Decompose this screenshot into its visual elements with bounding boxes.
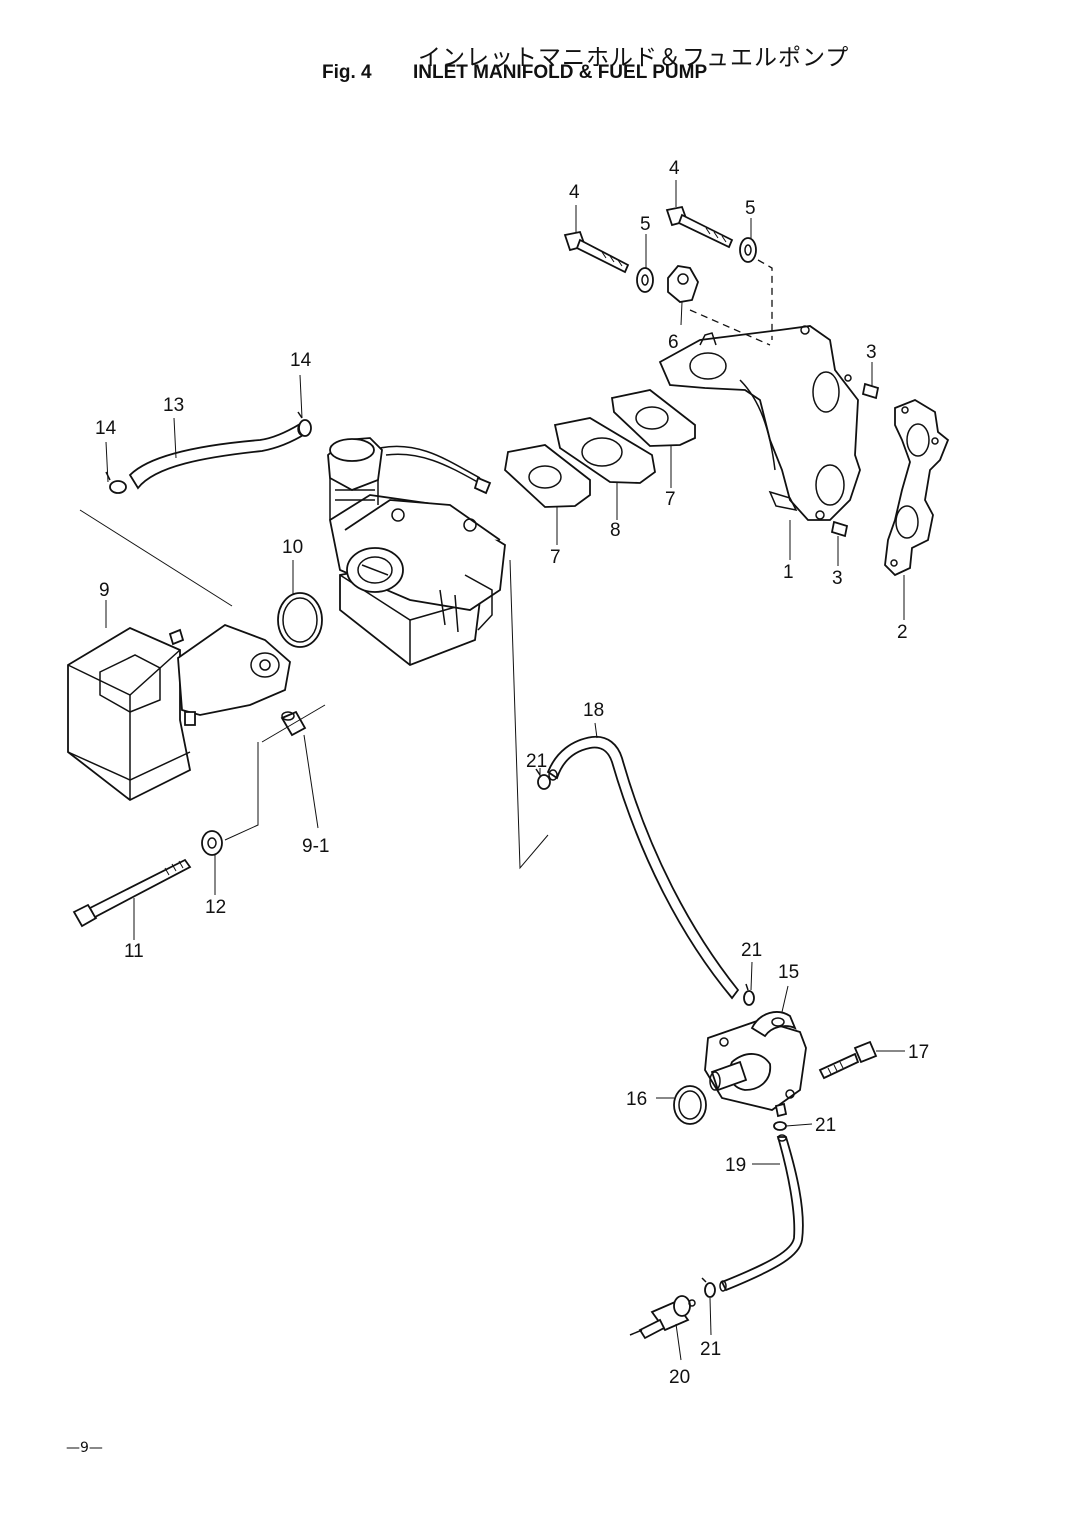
inlet-manifold-part xyxy=(658,325,861,521)
leader-lines xyxy=(105,180,905,1361)
callout-19: 19 xyxy=(725,1155,746,1176)
assembly-dashed-lines xyxy=(689,259,773,346)
callout-4-left: 4 xyxy=(569,182,580,203)
fuel-hose-upper-part xyxy=(546,735,740,1000)
fuel-hose-lower-part xyxy=(719,1134,804,1292)
callout-14-right: 14 xyxy=(290,350,312,371)
callout-6: 6 xyxy=(668,332,679,353)
callout-20: 20 xyxy=(669,1367,690,1388)
callout-17: 17 xyxy=(908,1042,929,1063)
callout-9: 9 xyxy=(99,580,110,601)
breather-hose-part xyxy=(128,422,307,490)
callout-13: 13 xyxy=(163,395,184,416)
callout-11: 11 xyxy=(124,941,144,962)
manifold-gasket-part xyxy=(884,398,950,577)
title-english: INLET MANIFOLD & FUEL PUMP xyxy=(413,62,708,83)
callout-3-upper: 3 xyxy=(866,342,877,363)
manifold-bolts xyxy=(563,205,757,293)
o-ring-part xyxy=(277,592,323,648)
fuel-pump-part xyxy=(704,1011,807,1118)
figure-number: Fig. 4 xyxy=(322,62,372,83)
callout-2: 2 xyxy=(897,622,908,643)
callout-16: 16 xyxy=(626,1089,647,1110)
carburetor-assembly xyxy=(327,437,506,667)
silencer-case-part xyxy=(67,623,291,802)
callout-5-left: 5 xyxy=(640,214,651,235)
callout-8: 8 xyxy=(610,520,621,541)
callout-4-right: 4 xyxy=(669,158,680,179)
callout-3-lower: 3 xyxy=(832,568,843,589)
callout-9-1: 9-1 xyxy=(302,836,329,857)
callout-7-left: 7 xyxy=(550,547,561,568)
callout-14-left: 14 xyxy=(95,418,117,439)
callout-5-right: 5 xyxy=(745,198,756,219)
long-bolt-part xyxy=(72,858,192,928)
callout-10: 10 xyxy=(282,537,303,558)
pump-o-ring-part xyxy=(673,1085,707,1125)
callout-1: 1 xyxy=(783,562,794,583)
callout-18: 18 xyxy=(583,700,604,721)
assembly-guide-lines xyxy=(79,509,549,870)
washer-part xyxy=(201,830,223,856)
hose-clips xyxy=(105,411,312,494)
dowel-pins xyxy=(830,382,880,538)
callout-21-d: 21 xyxy=(700,1339,721,1360)
callout-7-right: 7 xyxy=(665,489,676,510)
callout-12: 12 xyxy=(205,897,226,918)
page-number: —9— xyxy=(66,1440,103,1456)
clamp-part xyxy=(667,265,699,303)
pump-bolt-part xyxy=(818,1040,878,1080)
callout-21-b: 21 xyxy=(741,940,762,961)
fuel-hose-clips xyxy=(535,768,787,1298)
callout-15: 15 xyxy=(778,962,799,983)
fuel-connector-part xyxy=(629,1295,696,1340)
callout-21-c: 21 xyxy=(815,1115,836,1136)
title-japanese: インレットマニホルド＆フュエルポンプ xyxy=(418,45,850,71)
callout-labels: 1 2 3 3 4 4 5 5 6 7 7 8 9 9-1 10 11 12 1… xyxy=(95,158,929,1388)
callout-21-a: 21 xyxy=(526,751,547,772)
insulator-gaskets xyxy=(504,389,696,508)
